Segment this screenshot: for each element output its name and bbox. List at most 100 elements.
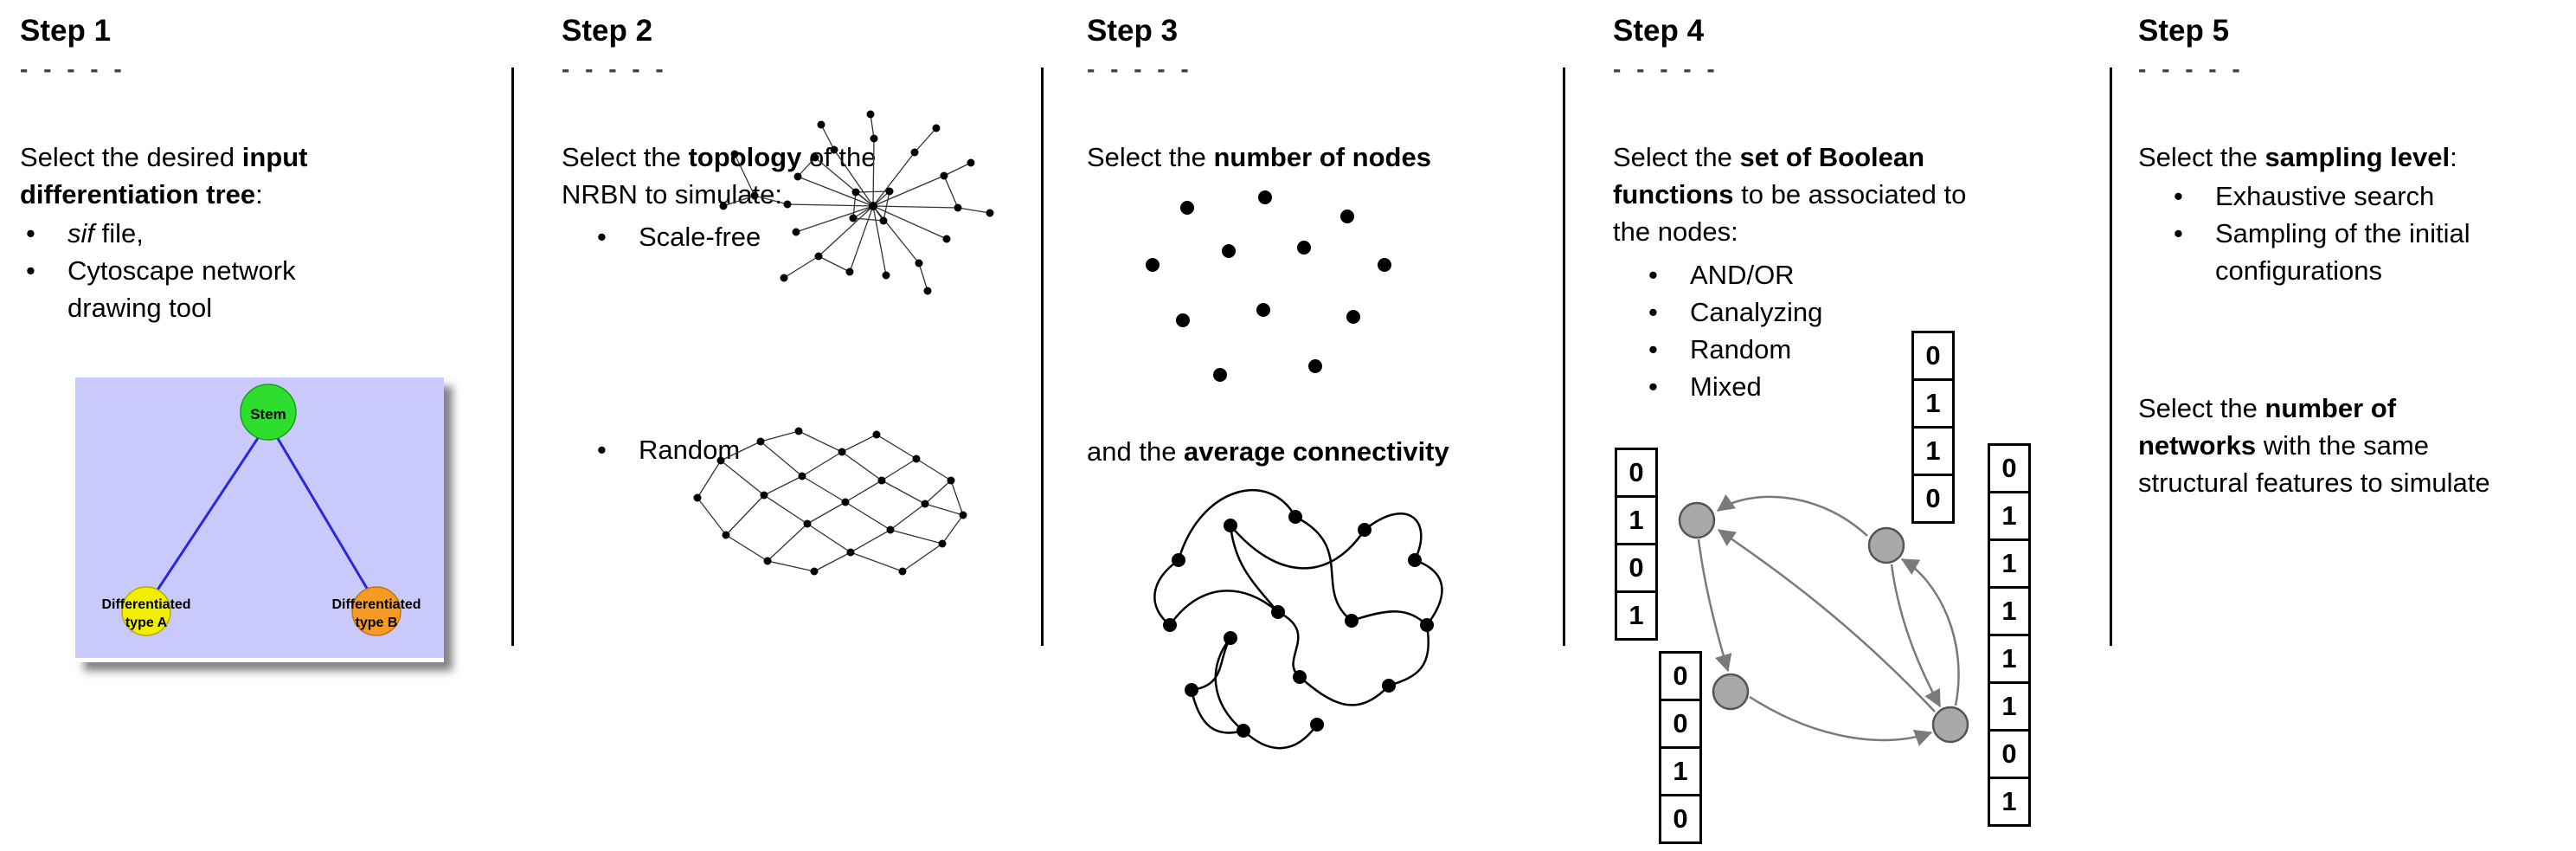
bullet-icon: • — [1648, 371, 1658, 402]
bullet-icon: • — [597, 435, 607, 465]
column-divider-3 — [1563, 68, 1565, 646]
boolean-network-nodes — [1678, 501, 1969, 744]
boolean-node-b — [1867, 526, 1905, 564]
bullet-icon: • — [1648, 297, 1658, 327]
table-cell: 0 — [1659, 699, 1702, 749]
step-5-intro: Select the sampling level: — [2138, 142, 2457, 172]
step-4-bullet-list: • AND/OR • Canalyzing • Random • Mixed — [1648, 256, 2029, 405]
table-cell: 1 — [1615, 590, 1658, 641]
table-cell: 1 — [1988, 586, 2031, 636]
step-5-dashes: - - - - - — [2138, 55, 2245, 82]
boolean-node-d — [1931, 706, 1969, 744]
boolean-table-bottom-left: 0 0 1 0 — [1659, 651, 1702, 844]
bullet-label: AND/OR — [1690, 260, 1795, 290]
bullet-label: sif file, — [67, 218, 144, 248]
step-3-intro2: and the average connectivity — [1087, 436, 1449, 467]
boolean-network-graphic — [1678, 493, 1969, 746]
step-5-bullet-list: • Exhaustive search • Sampling of the in… — [2174, 177, 2572, 289]
boolean-node-a — [1678, 501, 1716, 539]
bullet-icon: • — [1648, 260, 1658, 290]
bullet-label: Canalyzing — [1690, 297, 1823, 327]
random-network-graphic — [693, 427, 967, 576]
bullet-label: Random — [1690, 334, 1792, 364]
table-cell: 0 — [1911, 331, 1955, 381]
type-a-label-line1: Differentiated — [101, 597, 190, 612]
boolean-table-left: 0 1 0 1 — [1615, 448, 1658, 641]
connectivity-network-graphic — [1153, 488, 1443, 750]
boolean-node-c — [1712, 673, 1750, 711]
type-b-label-line2: type B — [356, 616, 398, 630]
bullet-icon: • — [2174, 218, 2183, 248]
table-cell: 0 — [1615, 543, 1658, 593]
list-item: • AND/OR — [1648, 256, 2029, 293]
scale-free-network-graphic — [719, 110, 994, 295]
step-3-dashes: - - - - - — [1087, 55, 1193, 82]
type-b-label-line1: Differentiated — [331, 597, 421, 612]
table-cell: 1 — [1988, 538, 2031, 589]
step-5-title: Step 5 — [2138, 14, 2230, 48]
tree-edge-stem-to-a — [146, 422, 270, 605]
connectivity-nodes — [1163, 510, 1434, 738]
table-cell: 0 — [1988, 729, 2031, 779]
bullet-label: Scale-free — [639, 222, 761, 252]
bullet-icon: • — [1648, 334, 1658, 364]
table-cell: 0 — [1659, 794, 1702, 844]
table-cell: 1 — [1615, 495, 1658, 545]
step-1-dashes: - - - - - — [20, 55, 126, 82]
step-3-intro: Select the number of nodes — [1087, 142, 1431, 172]
boolean-network-edges — [1697, 493, 1960, 746]
random-network-edges — [697, 430, 964, 572]
table-cell: 0 — [1615, 448, 1658, 498]
list-item: • Exhaustive search — [2174, 177, 2572, 215]
scale-free-edges — [723, 113, 991, 292]
table-cell: 0 — [1659, 651, 1702, 701]
table-cell: 1 — [1911, 426, 1955, 476]
table-cell: 1 — [1988, 681, 2031, 732]
table-cell: 0 — [1911, 474, 1955, 524]
column-divider-2 — [1041, 68, 1044, 646]
table-cell: 1 — [1988, 491, 2031, 541]
table-cell: 1 — [1659, 746, 1702, 796]
list-item: • Mixed — [1648, 368, 2029, 405]
stem-node-label: Stem — [250, 406, 286, 422]
step-4-title: Step 4 — [1613, 14, 1705, 48]
table-cell: 1 — [1911, 378, 1955, 429]
boolean-table-right: 0 1 1 1 1 1 0 1 — [1988, 443, 2031, 827]
table-cell: 0 — [1988, 443, 2031, 493]
list-item: • sif file, — [26, 215, 433, 252]
boolean-table-top: 0 1 1 0 — [1911, 331, 1955, 524]
step-1-title: Step 1 — [20, 14, 112, 48]
column-divider-1 — [511, 68, 514, 646]
list-item: • Scale-free — [597, 218, 857, 255]
step-4-dashes: - - - - - — [1613, 55, 1719, 82]
differentiation-tree-figure: Stem Differentiated type A Differentiate… — [75, 377, 444, 662]
step-3-title: Step 3 — [1087, 14, 1179, 48]
scale-free-nodes — [719, 110, 994, 295]
bullet-label: Exhaustive search — [2215, 181, 2435, 211]
step-2-title: Step 2 — [562, 14, 653, 48]
table-cell: 1 — [1988, 777, 2031, 827]
differentiation-tree-svg: Stem Differentiated type A Differentiate… — [75, 377, 444, 658]
tree-edge-stem-to-b — [267, 422, 378, 605]
scatter-nodes — [1146, 190, 1391, 382]
bullet-icon: • — [2174, 181, 2183, 211]
list-item: • Random — [1648, 331, 2029, 368]
type-a-label-line2: type A — [125, 616, 168, 630]
bullet-icon: • — [597, 222, 607, 252]
connectivity-edges — [1153, 488, 1443, 750]
differentiated-type-a-node — [121, 586, 171, 636]
bullet-icon: • — [26, 218, 35, 248]
differentiated-type-b-node — [351, 586, 401, 636]
step-2-dashes: - - - - - — [562, 55, 668, 82]
random-network-nodes — [693, 427, 967, 576]
